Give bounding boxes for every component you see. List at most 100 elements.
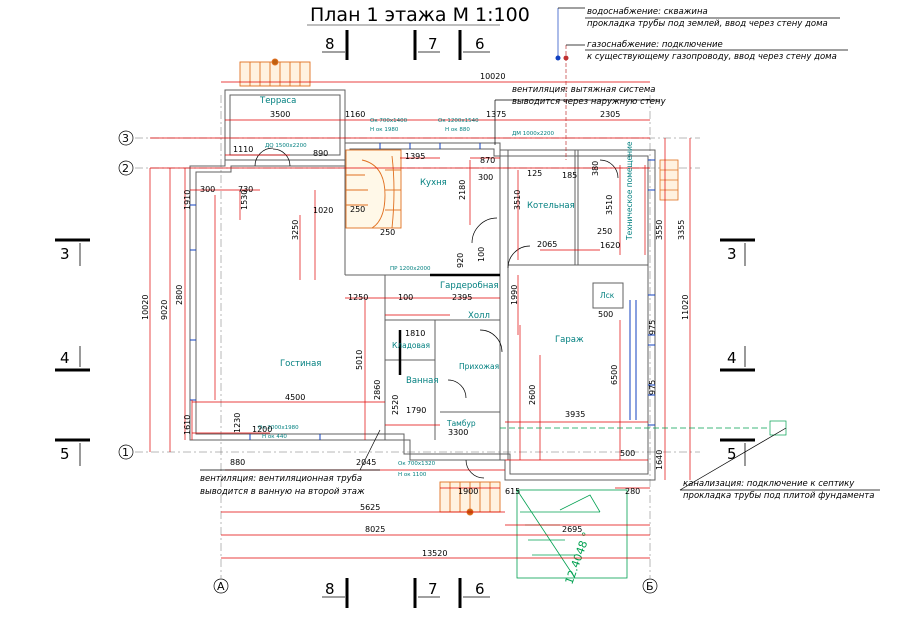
note-sewer-1: канализация: подключение к септику	[683, 479, 855, 489]
dim-1110: 1110	[233, 145, 253, 154]
note-sewer-2: прокладка трубы под плитой фундамента	[683, 491, 874, 501]
dim-1395: 1395	[405, 152, 425, 161]
door-swings	[254, 147, 619, 479]
dim-890: 890	[313, 149, 328, 158]
section-label-8-bottom: 8	[325, 580, 335, 598]
opening-entry-window-h: Н ок 1100	[398, 472, 427, 478]
dim-2600: 2600	[528, 385, 537, 405]
section-label-3-left: 3	[60, 245, 70, 263]
opening-passage: ПР 1200х2000	[390, 266, 431, 272]
axis-label-B: Б	[646, 580, 654, 593]
utility-lines	[200, 7, 880, 491]
dim-10020-left: 10020	[141, 295, 150, 320]
section-mark-bottom	[322, 578, 490, 608]
dim-615: 615	[505, 487, 520, 496]
dim-500b: 500	[620, 449, 635, 458]
dim-3300: 3300	[448, 428, 468, 437]
note-water-2: прокладка трубы под землей, ввод через с…	[587, 19, 828, 29]
section-label-6-top: 6	[475, 35, 485, 53]
dim-1790: 1790	[406, 406, 426, 415]
dim-1900: 1900	[458, 487, 478, 496]
dim-11020: 11020	[681, 295, 690, 320]
section-marks-right	[720, 238, 755, 466]
dim-2045: 2045	[356, 458, 376, 467]
opening-living-window: Ок 2000х1980	[258, 425, 299, 431]
dim-1910: 1910	[183, 190, 192, 210]
dim-125: 125	[527, 169, 542, 178]
opening-window-1200: Ок 1200х1540	[438, 118, 479, 124]
dim-3250: 3250	[291, 220, 300, 240]
section-label-5-left: 5	[60, 445, 70, 463]
dimension-labels: 10020 3500 1160 1375 2305 1110 890 1395 …	[141, 72, 690, 558]
dim-975a: 975	[648, 320, 657, 335]
opening-kitchen-window-h: Н ок 1980	[370, 127, 399, 133]
axis-label-1: 1	[122, 446, 129, 459]
dim-5625: 5625	[360, 503, 380, 512]
dim-870: 870	[480, 156, 495, 165]
section-label-4-left: 4	[60, 349, 70, 367]
plan-title: План 1 этажа М 1:100	[310, 4, 530, 26]
dim-2395: 2395	[452, 293, 472, 302]
axis-label-2: 2	[122, 162, 129, 175]
dim-3510b: 3510	[605, 195, 614, 215]
dim-1990: 1990	[510, 285, 519, 305]
room-boiler: Котельная	[527, 201, 575, 211]
opening-entry-window: Ок 700х1320	[398, 461, 436, 467]
note-ventpipe-2: выводится в ванную на второй этаж	[200, 487, 365, 497]
opening-terrace-door: ДО 1500х2200	[265, 143, 307, 149]
dim-2305: 2305	[600, 110, 620, 119]
dim-1375: 1375	[486, 110, 506, 119]
dim-280: 280	[625, 487, 640, 496]
room-terrace: Терраса	[259, 96, 296, 106]
section-marks-left	[55, 238, 90, 466]
dim-920: 920	[456, 253, 465, 268]
section-label-3-right: 3	[727, 245, 737, 263]
room-tambour: Тамбур	[446, 419, 476, 428]
dim-2520: 2520	[391, 395, 400, 415]
exterior-walls	[189, 89, 656, 481]
room-pantry: Кладовая	[392, 341, 430, 350]
dim-250c: 250	[597, 227, 612, 236]
dim-730: 730	[238, 185, 253, 194]
kitchen-stair	[345, 149, 402, 229]
dim-3550: 3550	[655, 220, 664, 240]
dim-1020: 1020	[313, 206, 333, 215]
opening-window-1200-h: Н ок 880	[445, 127, 470, 133]
room-wardrobe: Гардеробная	[440, 281, 499, 291]
room-living: Гостиная	[280, 359, 321, 369]
section-label-8-top: 8	[325, 35, 335, 53]
dim-250a: 250	[350, 205, 365, 214]
dim-2695: 2695	[562, 525, 582, 534]
dim-3935: 3935	[565, 410, 585, 419]
dim-1160: 1160	[345, 110, 365, 119]
opening-living-window-h: Н ок 440	[262, 434, 287, 440]
dim-8025: 8025	[365, 525, 385, 534]
dim-100a: 100	[477, 247, 486, 262]
dim-1620: 1620	[600, 241, 620, 250]
dim-1610: 1610	[183, 415, 192, 435]
section-label-6-bottom: 6	[475, 580, 485, 598]
section-mark-top	[322, 30, 490, 60]
dim-6500: 6500	[610, 365, 619, 385]
thick-walls	[398, 273, 500, 375]
axis-label-A: А	[217, 580, 225, 593]
opening-kitchen-window: Ок 700х1400	[370, 118, 408, 124]
dim-1810: 1810	[405, 329, 425, 338]
dim-300b: 300	[478, 173, 493, 182]
dim-3500: 3500	[270, 110, 290, 119]
dim-185: 185	[562, 171, 577, 180]
section-label-5-right: 5	[727, 445, 737, 463]
dim-880: 880	[230, 458, 245, 467]
note-water-1: водоснабжение: скважина	[587, 7, 708, 17]
note-ventpipe-1: вентиляция: вентиляционная труба	[200, 474, 362, 484]
axis-bubbles	[118, 130, 658, 594]
section-label-4-right: 4	[727, 349, 737, 367]
axis-label-3: 3	[122, 132, 129, 145]
dim-2180: 2180	[458, 180, 467, 200]
dim-3355: 3355	[677, 220, 686, 240]
tech-stair	[659, 159, 679, 201]
note-gas-1: газоснабжение: подключение	[587, 40, 723, 50]
dim-3510a: 3510	[513, 190, 522, 210]
dim-500a: 500	[598, 310, 613, 319]
